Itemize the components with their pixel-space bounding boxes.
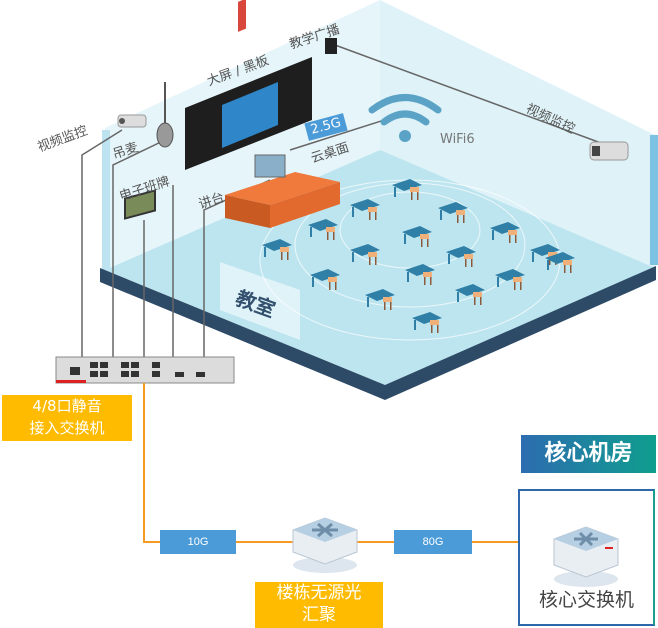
core-switch-box: 核心交换机 (518, 489, 655, 626)
desk-icon (490, 222, 520, 243)
desk-icon (412, 312, 442, 333)
access-switch-device (55, 356, 235, 384)
aggregation-label-line2: 汇聚 (302, 605, 336, 625)
desk-icon (455, 284, 485, 305)
desk-icon (495, 269, 525, 290)
desk-icon (545, 252, 575, 273)
floor (105, 150, 655, 385)
desk-icon (350, 199, 380, 220)
floor-front-panel (220, 262, 300, 340)
podium-icon (225, 154, 340, 228)
label-wifi: WiFi6 (440, 132, 475, 147)
speaker-icon (325, 38, 337, 54)
wifi-icon (368, 94, 442, 142)
student-desks (262, 179, 575, 333)
desk-icon (262, 239, 292, 260)
screen-tile-red (238, 0, 246, 32)
core-switch-icon (553, 526, 619, 587)
camera-right-icon (589, 141, 629, 161)
right-wall-edge (650, 135, 658, 265)
desk-icon (392, 179, 422, 200)
desk-icon (405, 264, 435, 285)
desk-icon (310, 269, 340, 290)
link-speed-10g: 10G (160, 530, 236, 554)
desk-icon (438, 202, 468, 223)
floor-edge-right (385, 266, 656, 400)
aggregation-label-line1: 楼栋无源光 (276, 583, 362, 603)
back-wall-right (380, 0, 655, 270)
fiber-links (143, 383, 518, 543)
core-switch-label: 核心交换机 (538, 589, 634, 611)
camera-left-icon (117, 114, 147, 128)
desk-icon (350, 244, 380, 265)
aggregation-switch-icon (292, 517, 358, 573)
access-switch-label-line2: 接入交换机 (29, 419, 105, 437)
access-switch-label: 4/8口静音 接入交换机 (2, 395, 132, 441)
desk-icon (308, 219, 338, 240)
link-speed-80g: 80G (394, 530, 472, 554)
floor-edge-left (100, 268, 385, 400)
aggregation-switch-label: 楼栋无源光 汇聚 (255, 582, 383, 628)
access-switch-label-line1: 4/8口静音 (32, 397, 102, 415)
desk-icon (402, 226, 432, 247)
screen-tiles (222, 82, 278, 148)
desk-icon (446, 246, 476, 267)
core-room-title: 核心机房 (521, 435, 656, 473)
desk-icon (365, 289, 395, 310)
left-wall-edge (102, 130, 110, 270)
class-sign-icon (124, 189, 156, 220)
mic-icon (156, 82, 174, 148)
